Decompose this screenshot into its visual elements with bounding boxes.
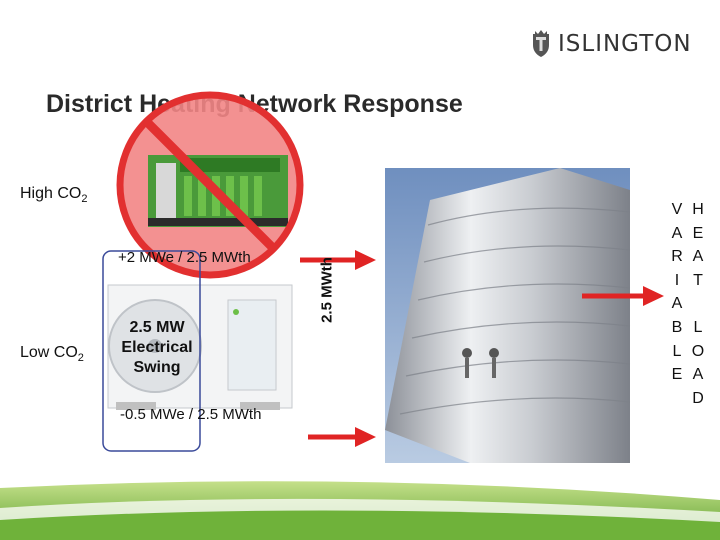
- letter: A: [692, 248, 704, 266]
- footer-swoosh: [0, 481, 720, 540]
- letter: I: [674, 271, 680, 289]
- letter: [691, 292, 705, 316]
- heat-load-vertical-label: H E A T L O A D: [691, 198, 705, 410]
- letter: L: [693, 318, 703, 336]
- letter: H: [692, 201, 704, 218]
- islington-crest-icon: [533, 30, 549, 57]
- thermal-capacity-label: 2.5 MWth: [318, 257, 336, 323]
- letter: B: [671, 318, 683, 336]
- arrow-right-icon: [308, 427, 376, 447]
- thermal-store-tank-image: [385, 168, 631, 463]
- letter: A: [692, 366, 704, 384]
- letter: D: [692, 389, 704, 407]
- letter: V: [671, 201, 683, 218]
- letter: E: [692, 224, 704, 242]
- letter: R: [671, 248, 683, 266]
- high-co2-label: High CO2: [20, 185, 88, 206]
- letter: T: [693, 271, 703, 289]
- arrow-right-icon: [582, 286, 664, 306]
- letter: E: [671, 366, 683, 384]
- no-entry-slash: [142, 117, 278, 253]
- arrow-right-icon: [300, 250, 376, 270]
- low-co2-label: Low CO2: [20, 344, 84, 365]
- letter: A: [671, 224, 683, 242]
- heat-pump-frame: [102, 250, 201, 452]
- letter: A: [671, 295, 683, 313]
- electrical-swing-label: 2.5 MW Electrical Swing: [121, 319, 193, 376]
- letter: L: [672, 342, 682, 360]
- letter: O: [691, 342, 705, 360]
- variable-vertical-label: V A R I A B L E: [670, 198, 684, 387]
- logo-text: ISLINGTON: [558, 31, 692, 57]
- upper-output-label: +2 MWe / 2.5 MWth: [118, 249, 251, 266]
- lower-output-label: -0.5 MWe / 2.5 MWth: [120, 406, 262, 423]
- islington-logo: ISLINGTON: [530, 30, 692, 58]
